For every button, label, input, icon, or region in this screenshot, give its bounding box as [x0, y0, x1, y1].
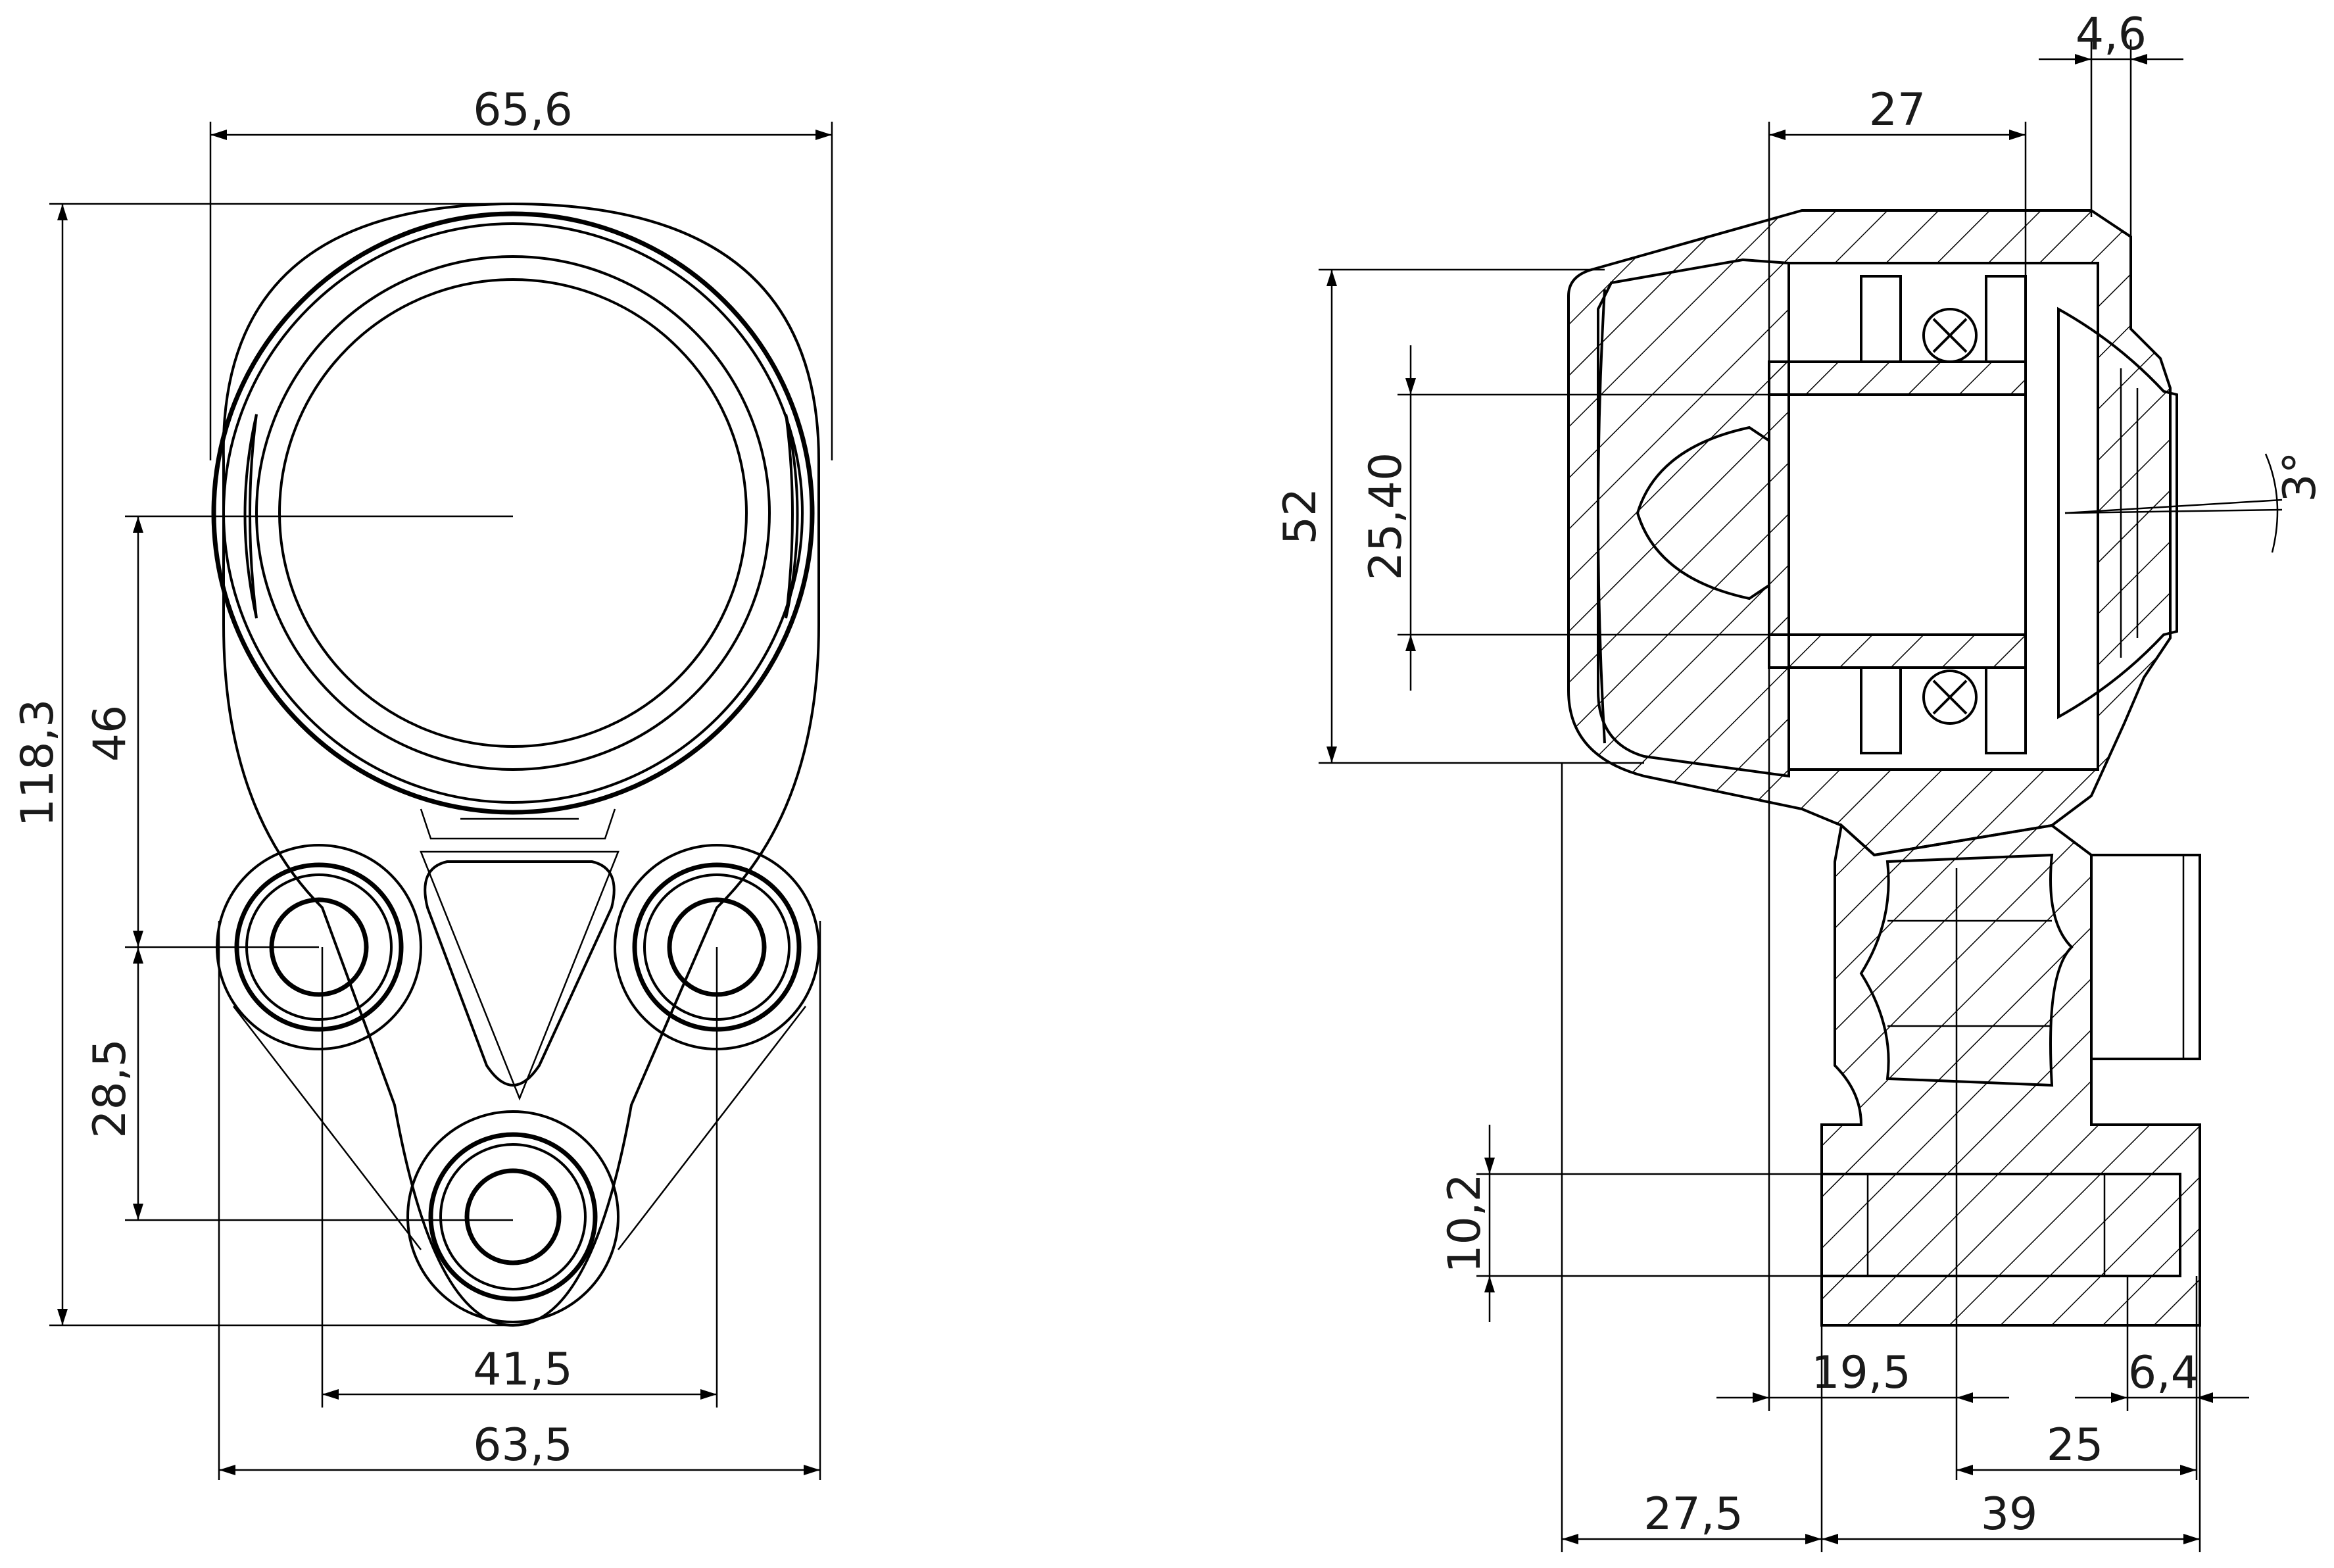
front-main-ring-inner [255, 255, 771, 771]
side-right-stub [2090, 854, 2201, 1060]
dim-19-5: 19,5 [1811, 1347, 1910, 1399]
dim-41-5: 41,5 [473, 1344, 572, 1396]
front-main-ring-mid [222, 222, 804, 804]
front-triangle-outline [420, 850, 620, 1101]
front-triangle-pocket [424, 860, 616, 1087]
front-left-slot [243, 414, 258, 619]
front-bottom-boss-ring2 [439, 1143, 587, 1290]
dim-52: 52 [1275, 488, 1326, 545]
side-lens-inner [1597, 289, 1606, 744]
side-bearing-sleeve-top [1768, 360, 2027, 396]
side-bearing-sleeve-bot [1768, 633, 2027, 669]
dim-25-40: 25,40 [1360, 453, 1412, 581]
dim-63-5: 63,5 [473, 1419, 572, 1471]
dim-4-6: 4,6 [2076, 9, 2147, 61]
front-rib-left [233, 1006, 422, 1250]
front-main-face [278, 278, 748, 748]
front-main-ring-outer [211, 211, 815, 815]
side-cone [1636, 426, 1770, 600]
side-dimensions: 4,6 27 3° 52 25,40 10,2 [1275, 9, 2326, 1552]
dim-27-5: 27,5 [1643, 1488, 1743, 1540]
front-dimensions: 65,6 118,3 46 28,5 41,5 63,5 [12, 84, 833, 1480]
side-ball-bottom [1922, 670, 1978, 725]
side-bearing-bore [1768, 393, 2027, 636]
front-bottom-bore [464, 1168, 562, 1265]
front-view [211, 202, 820, 1327]
dim-27: 27 [1869, 84, 1926, 136]
side-race-left-b [1860, 666, 1902, 754]
dim-6-4: 6,4 [2128, 1347, 2199, 1399]
dim-39: 39 [1981, 1488, 2038, 1540]
front-bottom-boss-outer [406, 1110, 620, 1323]
side-lower-bore [1820, 1173, 2181, 1277]
dim-118-3: 118,3 [12, 699, 64, 827]
dim-46: 46 [84, 705, 136, 762]
front-web [420, 808, 616, 840]
front-body-outline [222, 202, 820, 1327]
dim-25: 25 [2047, 1419, 2104, 1471]
side-view [1567, 209, 2201, 1327]
dim-10-2: 10,2 [1439, 1173, 1491, 1273]
side-lens-cavity [1597, 258, 1790, 778]
front-rib-right [618, 1006, 806, 1250]
dim-28-5: 28,5 [84, 1039, 136, 1138]
side-race-right-b [1985, 666, 2027, 754]
side-cross-bore [1859, 853, 2074, 1087]
dim-3-deg: 3° [2274, 451, 2326, 502]
side-bearing-cavity [1787, 262, 2099, 771]
side-nozzle [2057, 306, 2178, 720]
side-ball-top [1922, 308, 1978, 363]
side-lower-body [1820, 823, 2201, 1327]
front-bottom-boss-ring [428, 1132, 598, 1302]
dim-65-6: 65,6 [473, 84, 572, 136]
side-race-left [1860, 275, 1902, 363]
front-right-slot [785, 414, 799, 619]
